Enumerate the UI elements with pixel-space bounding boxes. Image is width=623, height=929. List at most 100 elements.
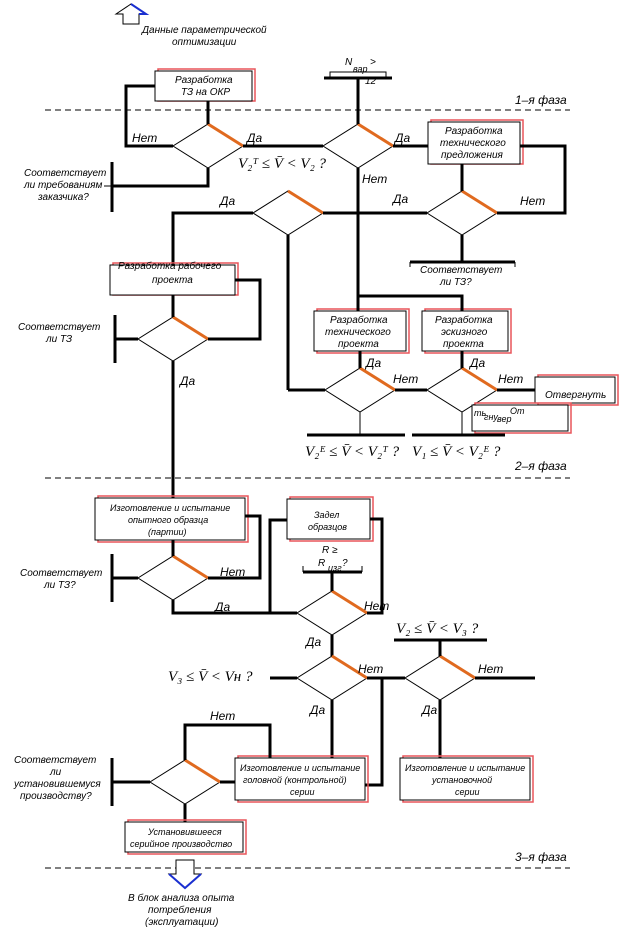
output-label-1: В блок анализа опыта	[128, 892, 235, 904]
phase-label-1: 1–я фаза	[515, 93, 567, 107]
diamond-customer	[172, 123, 244, 169]
diamond-nvar	[322, 123, 394, 169]
box-install-series-line2: установочной	[431, 775, 492, 785]
ans-no-6: Нет	[393, 372, 418, 386]
box-install-series	[399, 757, 531, 801]
diamond-v3	[296, 655, 368, 701]
box-tech-offer-line1: Разработка	[445, 125, 503, 137]
box-sketch-project-line1: Разработка	[435, 314, 493, 326]
box-head-series-line2: головной (контрольной)	[243, 775, 347, 785]
ans-yes-7: Да	[468, 356, 485, 370]
box-head-series-line3: серии	[290, 787, 315, 797]
svg-text:12: 12	[365, 76, 377, 87]
ans-yes-2: Да	[393, 131, 410, 145]
cond-c1: V₂ᵀ ≤ V̄ < V₂ ?	[238, 156, 327, 172]
ans-no-12: Нет	[210, 709, 235, 723]
q-r-main: R ≥	[322, 545, 338, 556]
box-reject-2	[471, 404, 569, 432]
ans-yes-9: Да	[304, 635, 321, 649]
ans-yes-10: Да	[308, 703, 325, 717]
ans-yes-3: Да	[391, 192, 408, 206]
box-sketch-project	[421, 310, 509, 352]
ans-yes-8: Да	[213, 600, 230, 614]
nvar-sub: вар	[353, 64, 368, 74]
box-samples-line1: Задел	[314, 510, 339, 520]
box-sketch-project-line2: эскизного	[441, 327, 488, 338]
q-tz2-1: Соответствует	[18, 322, 100, 333]
box-tech-offer-line2: технического	[440, 138, 506, 149]
nvar-n: N	[345, 57, 353, 68]
ans-no-8: Нет	[220, 565, 245, 579]
phase-label-3: 3–я фаза	[515, 850, 567, 864]
input-label-1: Данные параметрической	[141, 25, 267, 36]
box-head-series	[234, 757, 366, 801]
diamond-r	[296, 590, 368, 636]
ans-no-2: Нет	[362, 172, 387, 186]
box-steady-line2: серийное производство	[130, 839, 232, 849]
ans-yes-5: Да	[178, 374, 195, 388]
ans-no-11: Нет	[478, 662, 503, 676]
q-r-sub: изг	[328, 563, 342, 573]
box-tech-project-line1: Разработка	[330, 314, 388, 326]
box-reject-label: Отвергнуть	[545, 390, 606, 401]
box-tech-offer	[427, 121, 521, 165]
q-r-q: ?	[342, 558, 348, 569]
cond-c4: V₂ ≤ V̄ < V₃ ?	[396, 621, 479, 637]
q-tz3-2: ли ТЗ?	[43, 580, 76, 591]
output-label-2: потребления	[148, 904, 212, 916]
box-work-project	[109, 264, 236, 296]
phase-label-2: 2–я фаза	[514, 459, 567, 473]
diamond-v2e	[324, 367, 396, 413]
box-reject-2-l4: ть	[474, 408, 486, 418]
q-r-sub-letter: R	[318, 558, 325, 569]
q-steady-2: ли	[49, 767, 62, 778]
cond-c5: V₃ ≤ V̄ < Vн ?	[168, 669, 253, 685]
box-samples	[286, 498, 371, 540]
output-arrow-icon	[167, 859, 203, 890]
box-head-series-line1: Изготовление и испытание	[240, 763, 360, 773]
ans-no-3: Нет	[520, 194, 545, 208]
box-prototype	[94, 497, 246, 541]
diamond-tz3	[137, 555, 209, 601]
diamond-steady	[149, 759, 221, 805]
ans-yes-11: Да	[420, 703, 437, 717]
ans-no-10: Нет	[358, 662, 383, 676]
nvar-rest: >	[370, 57, 376, 68]
ans-yes-1: Да	[245, 131, 262, 145]
box-reject-2-l3: гну	[484, 412, 498, 422]
input-label-2: оптимизации	[172, 37, 237, 48]
box-samples-line2: образцов	[308, 522, 347, 532]
box-reject-2-l2: вер	[497, 414, 512, 424]
q-tz2-2: ли ТЗ	[45, 334, 72, 345]
diamond-tz-offer	[426, 190, 498, 236]
box-steady-line1: Установившееся	[147, 827, 222, 837]
q-steady-3: установившемуся	[13, 779, 101, 790]
q-tz3-1: Соответствует	[20, 568, 102, 579]
box-sketch-project-line3: проекта	[443, 339, 484, 350]
box-reject	[534, 376, 616, 404]
box-install-series-line3: серии	[455, 787, 480, 797]
cond-c3: V₁ ≤ V̄ < V₂ᴱ ?	[412, 444, 501, 460]
box-tech-offer-line3: предложения	[441, 150, 504, 161]
q-steady-1: Соответствует	[14, 755, 96, 766]
input-arrow-icon	[114, 3, 150, 25]
box-reject-2-l1: От	[510, 406, 525, 416]
q-customer-1: Соответствует	[24, 168, 106, 179]
ans-yes-6: Да	[364, 356, 381, 370]
output-label-3: (эксплуатации)	[145, 917, 218, 928]
diamond-v2t	[252, 190, 324, 236]
box-work-project-line2: проекта	[152, 275, 193, 286]
q-tz1-1: Соответствует	[420, 265, 502, 276]
box-prototype-line1: Изготовление и испытание	[110, 503, 230, 513]
q-steady-4: производству?	[20, 791, 92, 802]
ans-no-1: Нет	[132, 131, 157, 145]
box-tech-project	[313, 310, 407, 352]
box-work-project-line1: Разработка рабочего	[118, 260, 222, 272]
diamond-v2	[404, 655, 476, 701]
ans-no-7: Нет	[498, 372, 523, 386]
ans-no-9: Нет	[364, 599, 389, 613]
cond-c2: V₂ᴱ ≤ V̄ < V₂ᵀ ?	[305, 444, 400, 460]
q-customer-2: ли требованиям	[23, 179, 102, 191]
box-prototype-line2: опытного образца	[128, 515, 208, 525]
